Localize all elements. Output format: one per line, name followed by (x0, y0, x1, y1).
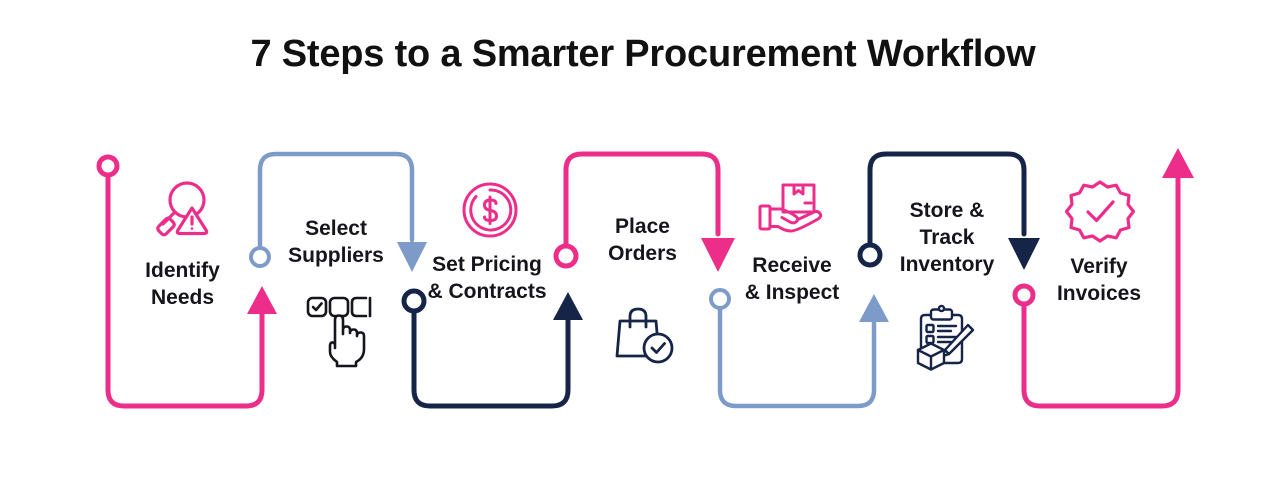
connector-6-store-track-inventory (857, 151, 1040, 270)
step-label-receive-inspect: Receive & Inspect (744, 254, 840, 304)
node-dot-2 (249, 246, 271, 268)
step-label-identify-needs: Identify Needs (145, 259, 220, 309)
step-label-set-pricing-contracts: Set Pricing & Contracts (427, 253, 547, 303)
arrowhead-2 (397, 242, 427, 272)
magnifier-warning-icon (156, 181, 209, 237)
arrowhead-4 (701, 238, 735, 272)
node-dot-7 (1012, 283, 1036, 307)
node-dot-1 (96, 154, 120, 178)
node-dot-5 (709, 288, 731, 310)
step-label-place-orders: Place Orders (608, 215, 677, 265)
clipboard-pencil-box-icon (916, 304, 975, 371)
dollar-coin-icon (462, 182, 518, 238)
arrowhead-5 (859, 294, 889, 322)
connector-2-select-suppliers (249, 151, 427, 272)
arrowhead-7 (1162, 148, 1194, 178)
node-dot-4 (553, 243, 579, 269)
page-title: 7 Steps to a Smarter Procurement Workflo… (250, 33, 1036, 75)
node-dot-3 (401, 288, 427, 314)
shopping-bag-check-icon (615, 307, 674, 364)
checklist-cursor-icon (306, 296, 372, 368)
arrowhead-1 (247, 286, 277, 314)
step-label-store-track-inventory: Store & Track Inventory (899, 199, 995, 276)
connector-4-place-orders (553, 151, 735, 272)
hand-package-icon (758, 183, 823, 233)
verified-badge-icon (1064, 180, 1136, 243)
arrowhead-3 (553, 292, 583, 320)
node-dot-6 (857, 242, 883, 268)
connector-5-receive-inspect (709, 288, 889, 409)
arrowhead-6 (1008, 238, 1040, 270)
connector-7-verify-invoices (1012, 148, 1194, 409)
step-label-select-suppliers: Select Suppliers (288, 217, 384, 267)
connector-1-identify-needs (96, 154, 277, 409)
connector-3-set-pricing-contracts (401, 288, 583, 409)
step-label-verify-invoices: Verify Invoices (1056, 255, 1142, 305)
